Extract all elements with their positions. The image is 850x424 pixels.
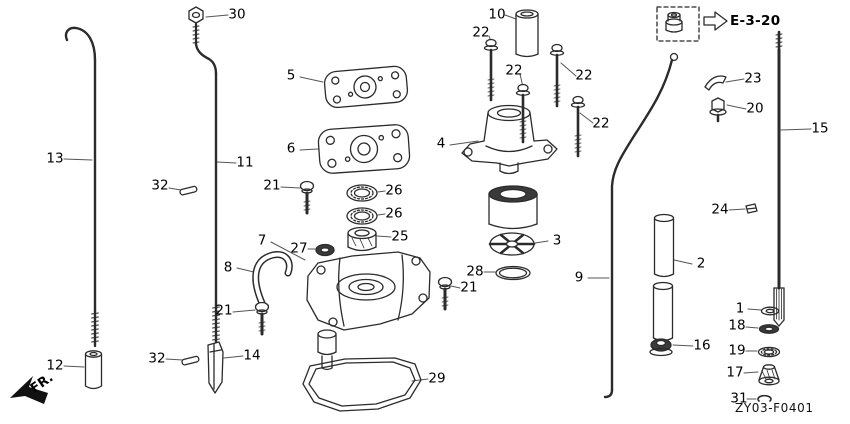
part-6-gasket-plate <box>317 124 411 174</box>
part-22-bolt-c <box>549 43 565 108</box>
part-4-pump-housing <box>461 104 558 175</box>
part-number-callout: 21 <box>215 302 233 319</box>
part-number-callout: 7 <box>257 232 267 249</box>
part-number-callout: 4 <box>436 135 446 152</box>
part-21-bolt-b <box>254 301 270 336</box>
part-number-callout: 14 <box>243 347 261 364</box>
part-30-nut <box>188 6 204 24</box>
part-20-bolt <box>709 97 727 123</box>
part-number-callout: 13 <box>46 150 64 167</box>
part-number-callout: 27 <box>290 240 308 257</box>
part-number-callout: 26 <box>385 182 403 199</box>
part-number-callout: 15 <box>811 120 829 137</box>
part-number-callout: 22 <box>505 62 523 79</box>
part-number-callout: 29 <box>428 370 446 387</box>
pump-liner <box>488 185 538 230</box>
part-15-drive-shaft <box>773 30 785 327</box>
part-number-callout: 30 <box>228 6 246 23</box>
part-number-callout: 26 <box>385 205 403 222</box>
part-22-bolt-a <box>483 38 499 102</box>
part-number-callout: 12 <box>46 357 64 374</box>
part-number-callout: 8 <box>223 259 233 276</box>
part-number-callout: 31 <box>730 390 748 407</box>
part-32-pin-upper <box>179 185 198 196</box>
part-27-seal-ring <box>315 243 335 257</box>
part-number-callout: 10 <box>488 6 506 23</box>
part-number-callout: 25 <box>391 228 409 245</box>
part-31-clip <box>757 394 772 402</box>
part-26-bushing-lower <box>346 207 378 225</box>
part-1-washer <box>760 306 780 316</box>
part-number-callout: 5 <box>286 67 296 84</box>
part-number-callout: 6 <box>286 140 296 157</box>
part-number-callout: 17 <box>726 364 744 381</box>
part-5-gasket-plate <box>323 65 409 109</box>
part-3-impeller <box>488 232 536 256</box>
fr-arrow-icon <box>10 376 48 404</box>
part-23-clip <box>704 75 727 91</box>
part-number-callout: 24 <box>711 201 729 218</box>
part-number-callout: 2 <box>696 255 706 272</box>
part-13-shift-rod <box>64 26 99 348</box>
part-17-bevel-gear <box>758 364 780 386</box>
part-number-callout: 32 <box>148 350 166 367</box>
part-number-callout: 23 <box>744 70 762 87</box>
part-16-grommet <box>649 338 673 357</box>
part-2-tube <box>652 213 675 342</box>
part-32-pin-lower <box>181 355 200 366</box>
part-28-o-ring <box>495 265 531 281</box>
part-number-callout: 22 <box>592 115 610 132</box>
ref-arrow-icon <box>703 11 728 31</box>
part-7-pump-base <box>306 251 431 371</box>
part-number-callout: 9 <box>574 269 584 286</box>
part-10-collar <box>515 9 539 58</box>
part-number-callout: 21 <box>460 279 478 296</box>
part-8-water-tube <box>252 251 293 307</box>
ref-code-label: E-3-20 <box>730 13 781 29</box>
part-number-callout: 21 <box>263 177 281 194</box>
part-11-shift-rod <box>192 22 220 344</box>
part-19-washer <box>757 346 781 358</box>
part-12-bushing <box>84 350 103 390</box>
part-number-callout: 1 <box>735 300 745 317</box>
drawing-code-label: ZY03-F0401 <box>735 401 814 415</box>
part-number-callout: 20 <box>746 100 764 117</box>
part-14-bracket <box>207 341 224 394</box>
part-number-callout: 22 <box>472 24 490 41</box>
part-number-callout: 28 <box>466 263 484 280</box>
part-18-washer <box>758 324 780 334</box>
part-24-key <box>745 203 758 214</box>
part-21-bolt-c <box>437 276 453 311</box>
part-21-bolt-a <box>299 180 315 215</box>
ref-inset-box <box>656 6 700 42</box>
part-number-callout: 22 <box>575 67 593 84</box>
part-number-callout: 19 <box>728 342 746 359</box>
part-9-shift-rod <box>603 52 679 399</box>
part-22-bolt-b <box>515 83 531 144</box>
part-22-bolt-d <box>570 95 586 158</box>
part-number-callout: 3 <box>552 232 562 249</box>
part-29-gasket <box>302 357 422 412</box>
part-25-seal-cup <box>347 226 377 252</box>
part-number-callout: 16 <box>693 337 711 354</box>
part-26-bushing-upper <box>346 184 378 202</box>
part-number-callout: 11 <box>236 154 254 171</box>
part-number-callout: 32 <box>151 177 169 194</box>
part-number-callout: 18 <box>728 317 746 334</box>
